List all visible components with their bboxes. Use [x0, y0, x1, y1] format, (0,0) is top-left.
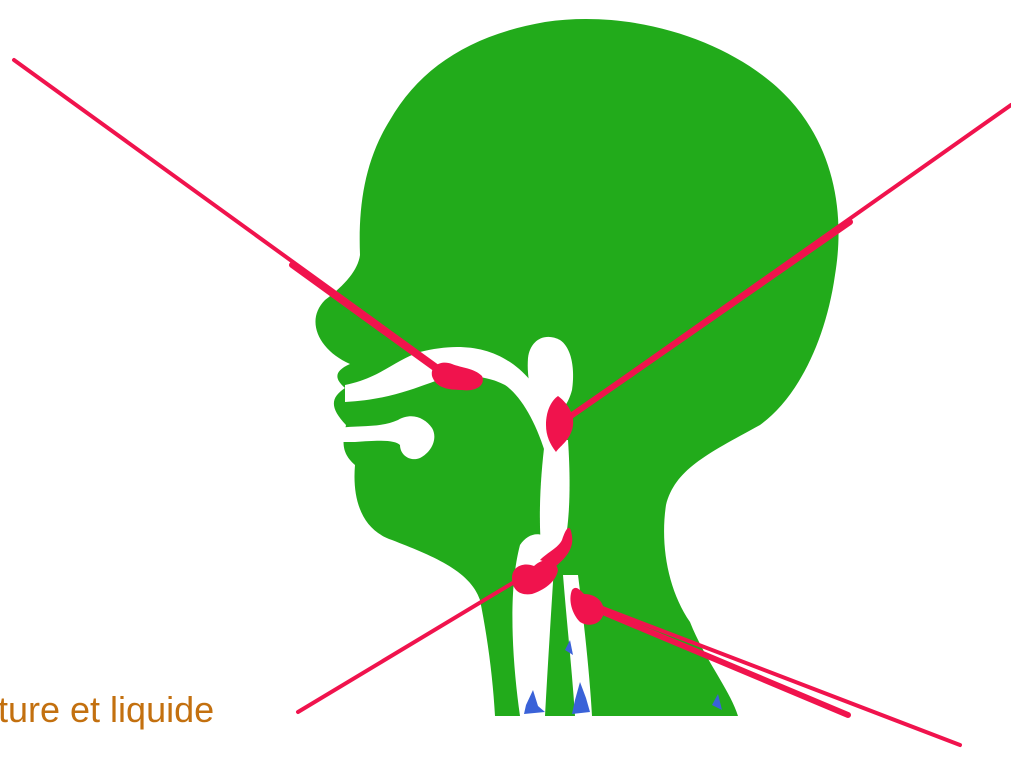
diagram-caption: riture et liquide — [0, 688, 214, 732]
